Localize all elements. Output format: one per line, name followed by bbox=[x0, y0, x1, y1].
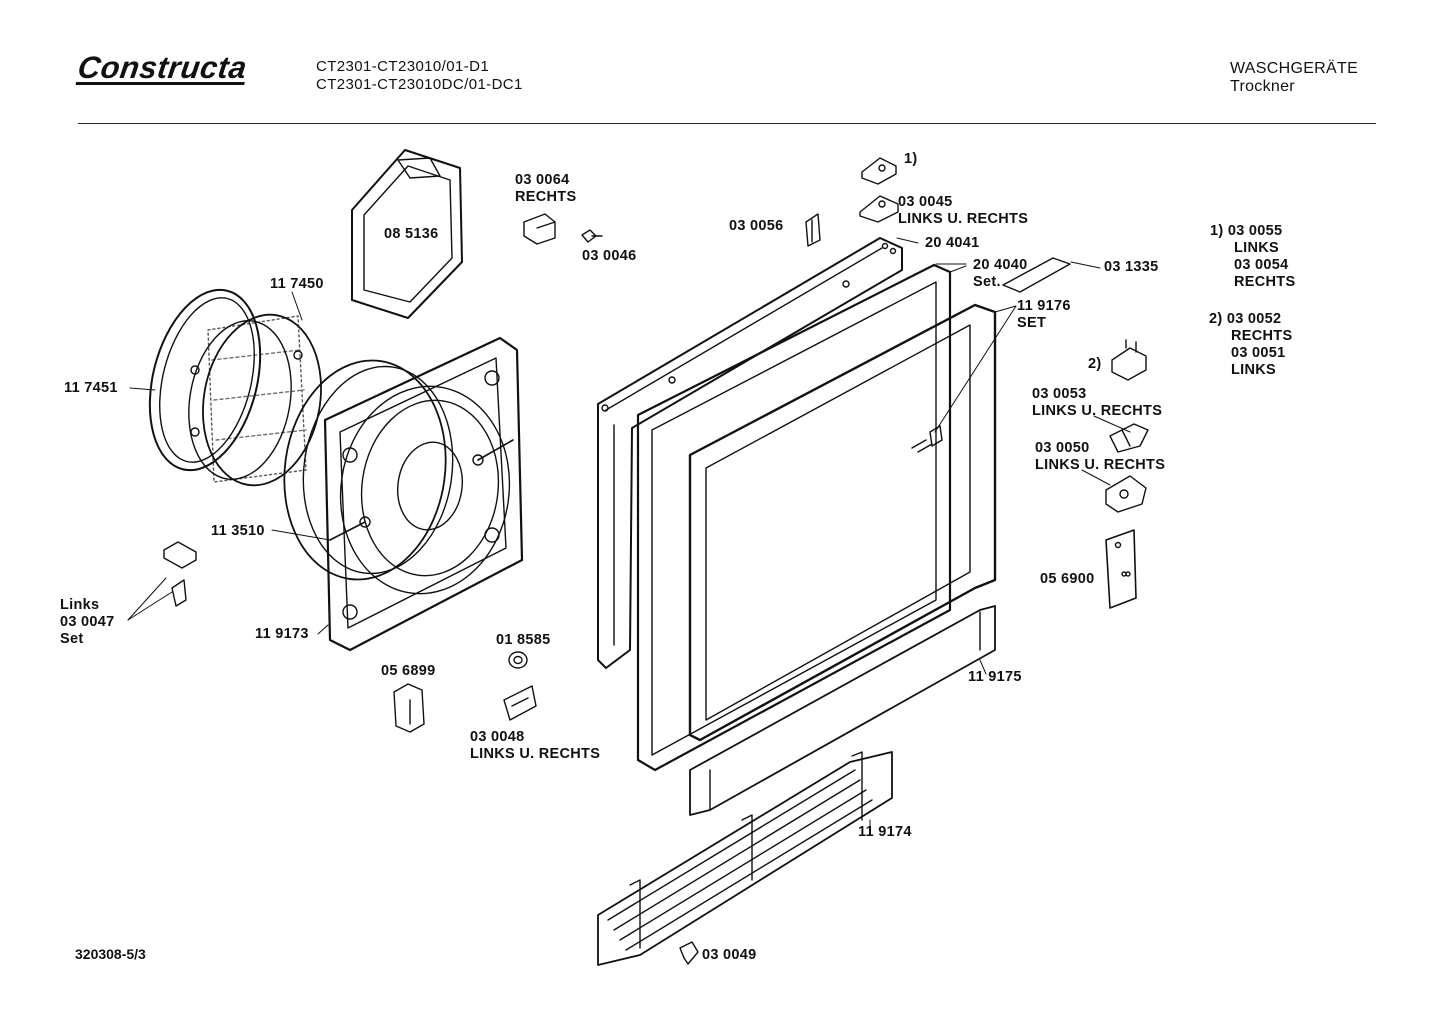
drum-grille bbox=[177, 305, 334, 495]
bottom-frame-rail bbox=[690, 606, 995, 815]
hinge-030048 bbox=[504, 686, 536, 720]
slatted-rails bbox=[598, 752, 892, 965]
footnote-2: 2) 03 0052 RECHTS 03 0051 LINKS bbox=[1209, 311, 1292, 379]
footnote-2-part-a: 03 0052 bbox=[1226, 311, 1282, 327]
catch-030045 bbox=[860, 196, 898, 222]
model-numbers: CT2301-CT23010/01-D1 CT2301-CT23010DC/01… bbox=[316, 58, 523, 94]
label-204040: 20 4040 Set. bbox=[973, 257, 1028, 291]
label-119173: 11 9173 bbox=[255, 626, 309, 642]
label-030046: 03 0046 bbox=[582, 248, 637, 264]
document-number: 320308-5/3 bbox=[75, 946, 146, 962]
seal-ring bbox=[132, 278, 277, 482]
label-030053-number: 03 0053 bbox=[1032, 386, 1087, 402]
door-mounting-plate bbox=[325, 338, 523, 650]
footnote-1-part-b: 03 0054 bbox=[1234, 257, 1289, 273]
label-119174: 11 9174 bbox=[858, 824, 912, 840]
door-lock-056899 bbox=[394, 684, 424, 732]
label-056899: 05 6899 bbox=[381, 663, 436, 679]
footnote-1-part-a: 03 0055 bbox=[1227, 223, 1283, 239]
label-085136: 08 5136 bbox=[384, 226, 439, 242]
label-031335: 03 1335 bbox=[1104, 259, 1159, 275]
label-030048-number: 03 0048 bbox=[470, 729, 525, 745]
label-030049: 03 0049 bbox=[702, 947, 757, 963]
label-056900: 05 6900 bbox=[1040, 571, 1095, 587]
label-117451: 11 7451 bbox=[64, 380, 118, 396]
footnote-2-part-b: 03 0051 bbox=[1231, 345, 1286, 361]
model-line-2: CT2301-CT23010DC/01-DC1 bbox=[316, 76, 523, 93]
label-030050-number: 03 0050 bbox=[1035, 440, 1090, 456]
catch-030053 bbox=[1110, 424, 1148, 452]
footnote-2-marker: 2) bbox=[1209, 311, 1223, 327]
label-204040-set: Set. bbox=[973, 274, 1001, 290]
hinge-030056 bbox=[806, 214, 820, 246]
footnote-2-row-a: 2) 03 0052 bbox=[1209, 311, 1292, 328]
label-113510: 11 3510 bbox=[211, 523, 265, 539]
footnote-2-part-a-side: RECHTS bbox=[1231, 328, 1293, 344]
label-119175: 11 9175 bbox=[968, 669, 1022, 685]
label-footnote-1-marker: 1) bbox=[904, 151, 918, 167]
label-030064-side: RECHTS bbox=[515, 189, 577, 205]
label-119176-set: SET bbox=[1017, 315, 1047, 331]
outer-door-frame bbox=[598, 238, 902, 668]
label-030048-side: LINKS U. RECHTS bbox=[470, 746, 601, 762]
product-category: WASCHGERÄTE Trockner bbox=[1230, 60, 1358, 96]
label-204040-number: 20 4040 bbox=[973, 257, 1028, 273]
label-030045-number: 03 0045 bbox=[898, 194, 953, 210]
label-030053: 03 0053 LINKS U. RECHTS bbox=[1032, 386, 1162, 420]
label-030050-side: LINKS U. RECHTS bbox=[1035, 457, 1166, 473]
leader-lines bbox=[128, 238, 1130, 830]
label-030045-side: LINKS U. RECHTS bbox=[898, 211, 1029, 227]
footnote-1-marker: 1) bbox=[1210, 223, 1224, 239]
header-rule bbox=[78, 123, 1376, 124]
plate-056900 bbox=[1106, 530, 1136, 608]
label-018585: 01 8585 bbox=[496, 632, 551, 648]
drum-shell bbox=[270, 350, 465, 590]
footnote-1-part-b-side: RECHTS bbox=[1234, 274, 1296, 290]
screw-030046 bbox=[582, 230, 602, 242]
category-title: WASCHGERÄTE bbox=[1230, 60, 1359, 77]
footnote-1-part-a-side: LINKS bbox=[1234, 240, 1279, 256]
label-030053-side: LINKS U. RECHTS bbox=[1032, 403, 1163, 419]
label-119176: 11 9176 SET bbox=[1017, 298, 1071, 332]
footnote-2-part-b-side: LINKS bbox=[1231, 362, 1276, 378]
label-footnote-2-marker: 2) bbox=[1088, 356, 1102, 372]
pad-031335 bbox=[1003, 258, 1070, 292]
footnote-1-row-a: 1) 03 0055 bbox=[1210, 223, 1295, 240]
bracket-set-030047 bbox=[164, 542, 196, 606]
label-030047: Links 03 0047 Set bbox=[60, 597, 115, 648]
label-030064-number: 03 0064 bbox=[515, 172, 570, 188]
footnote-1: 1) 03 0055 LINKS 03 0054 RECHTS bbox=[1210, 223, 1295, 291]
inner-door-frame bbox=[690, 305, 995, 740]
bracket-rechts bbox=[524, 214, 555, 244]
clip-030049 bbox=[680, 942, 698, 964]
label-030048: 03 0048 LINKS U. RECHTS bbox=[470, 729, 600, 763]
catch-030050 bbox=[1106, 476, 1146, 512]
catch-fn1 bbox=[862, 158, 896, 184]
label-030047-set: Set bbox=[60, 631, 84, 647]
label-117450: 11 7450 bbox=[270, 276, 324, 292]
label-030056: 03 0056 bbox=[729, 218, 784, 234]
label-030047-side: Links bbox=[60, 597, 100, 613]
category-subtitle: Trockner bbox=[1230, 78, 1295, 95]
model-line-1: CT2301-CT23010/01-D1 bbox=[316, 58, 490, 75]
door-glass-panel bbox=[638, 265, 950, 770]
lint-filter-frame bbox=[352, 150, 462, 318]
label-030050: 03 0050 LINKS U. RECHTS bbox=[1035, 440, 1165, 474]
label-030045: 03 0045 LINKS U. RECHTS bbox=[898, 194, 1028, 228]
label-030047-number: 03 0047 bbox=[60, 614, 115, 630]
bracket-fn2 bbox=[1112, 340, 1146, 380]
label-204041: 20 4041 bbox=[925, 235, 980, 251]
label-030064: 03 0064 RECHTS bbox=[515, 172, 576, 206]
label-119176-number: 11 9176 bbox=[1017, 298, 1071, 314]
grommet-018585 bbox=[509, 652, 527, 668]
